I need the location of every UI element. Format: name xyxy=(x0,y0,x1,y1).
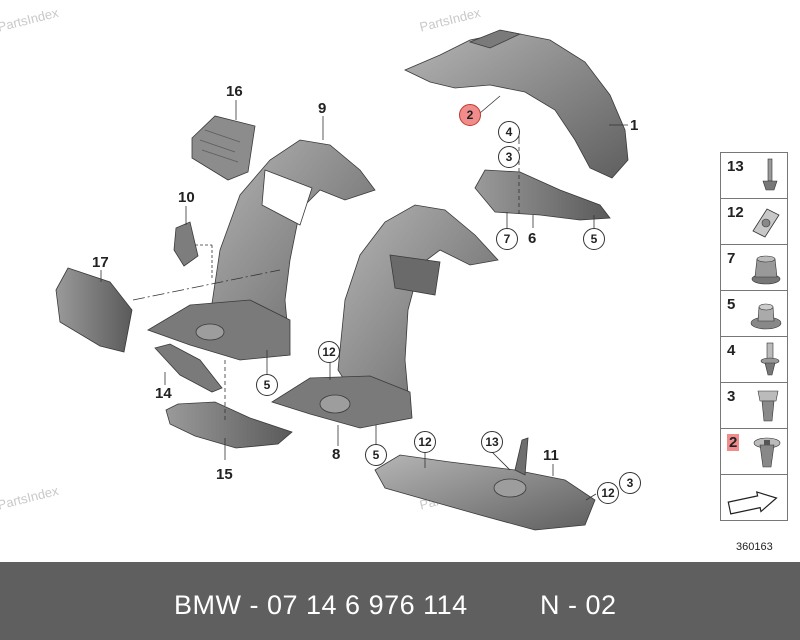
legend-item: 7 xyxy=(720,244,788,290)
callout-3b: 3 xyxy=(619,472,641,494)
callout-8: 8 xyxy=(332,446,341,463)
callout-5b: 5 xyxy=(256,374,278,396)
legend-item: 4 xyxy=(720,336,788,382)
footer-bar: BMW - 07 14 6 976 114 N - 02 xyxy=(0,562,800,640)
expansion-rivet-icon xyxy=(760,342,780,376)
position-code: N - 02 xyxy=(540,590,617,620)
clip-nut-icon xyxy=(752,208,780,238)
diagram-id: 360163 xyxy=(736,541,773,553)
part-14-strip xyxy=(154,343,223,393)
callout-11: 11 xyxy=(543,447,559,464)
callout-14: 14 xyxy=(155,385,172,402)
callout-1: 1 xyxy=(630,117,639,134)
legend-item: 12 xyxy=(720,198,788,244)
legend-number: 7 xyxy=(727,250,736,267)
hex-nut-icon xyxy=(751,255,781,285)
legend-number-highlighted: 2 xyxy=(727,434,740,451)
part-number: BMW - 07 14 6 976 114 xyxy=(174,590,468,620)
rivet-icon xyxy=(762,158,778,191)
part-17-cover xyxy=(55,267,133,353)
callout-12c: 12 xyxy=(597,482,619,504)
callout-10: 10 xyxy=(178,189,195,206)
expanding-nut-icon xyxy=(753,437,781,468)
legend-item: 2 xyxy=(720,428,788,474)
legend-number: 5 xyxy=(727,296,736,313)
legend-arrow-cell xyxy=(720,474,788,521)
part-6-panel xyxy=(474,169,611,221)
callout-13: 13 xyxy=(481,431,503,453)
square-nut-icon xyxy=(757,390,779,422)
callout-4: 4 xyxy=(498,121,520,143)
callout-5: 5 xyxy=(583,228,605,250)
callout-17: 17 xyxy=(92,254,109,271)
flange-nut-icon xyxy=(750,303,782,330)
callout-7: 7 xyxy=(496,228,518,250)
part-10-bracket xyxy=(173,221,199,267)
parts-diagram xyxy=(55,29,629,531)
legend-number: 4 xyxy=(727,342,736,359)
callout-16: 16 xyxy=(226,83,243,100)
callout-9: 9 xyxy=(318,100,327,117)
callout-15: 15 xyxy=(216,466,233,483)
legend-number: 12 xyxy=(727,204,744,221)
part-15-strip xyxy=(165,401,293,449)
part-11-underbody xyxy=(374,454,596,531)
legend-item: 13 xyxy=(720,152,788,198)
legend-item: 3 xyxy=(720,382,788,428)
part-8-wheel-liner xyxy=(337,204,499,421)
callout-2: 2 xyxy=(459,104,481,126)
callout-6: 6 xyxy=(528,230,537,247)
legend-item: 5 xyxy=(720,290,788,336)
fastener-legend: 13 12 7 5 4 xyxy=(720,152,788,521)
callout-12: 12 xyxy=(318,341,340,363)
callout-5c: 5 xyxy=(365,444,387,466)
callout-12b: 12 xyxy=(414,431,436,453)
legend-number: 3 xyxy=(727,388,736,405)
legend-number: 13 xyxy=(727,158,744,175)
callout-3: 3 xyxy=(498,146,520,168)
arrow-icon xyxy=(727,491,778,515)
